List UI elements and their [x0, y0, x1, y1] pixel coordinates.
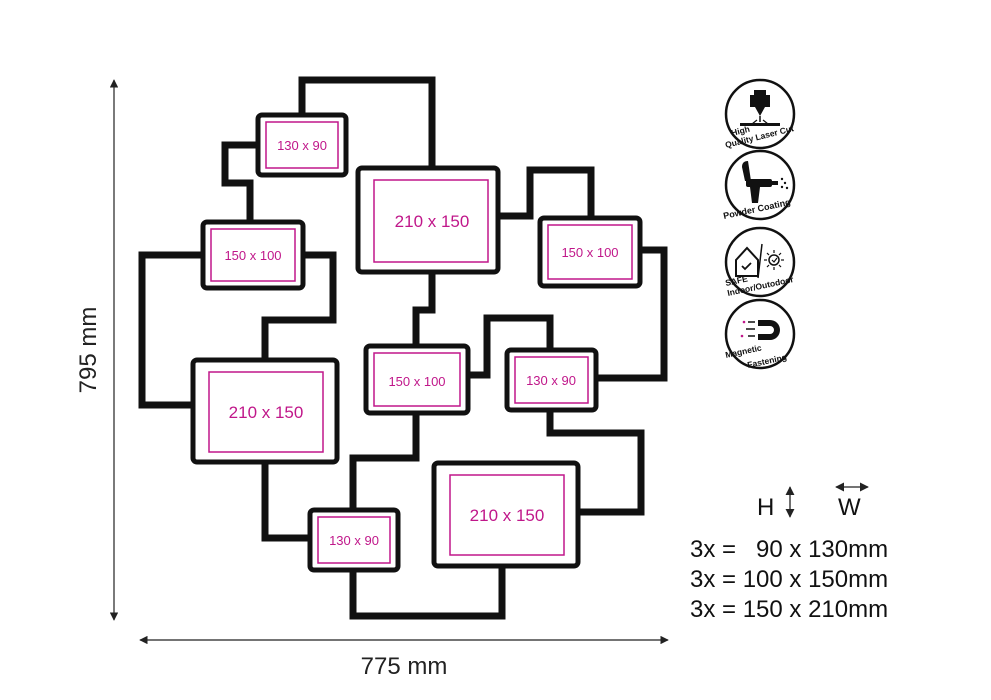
- powder-coating-badge: Powder Coating: [722, 149, 796, 221]
- frame-210x150-left: 210 x 150: [190, 357, 340, 465]
- frame-label: 150 x 100: [561, 245, 618, 260]
- spec-line-3: 3x = 150 x 210mm: [690, 596, 889, 623]
- magnet-icon: [740, 320, 780, 340]
- feature-line1: High: [730, 124, 751, 138]
- house-sun-icon: [735, 243, 784, 279]
- frame-connectors: [138, 76, 668, 620]
- hw-arrows: [785, 482, 869, 518]
- frame-label: 210 x 150: [395, 212, 470, 231]
- frame-label: 210 x 150: [229, 403, 304, 422]
- frame-130x90-top: 130 x 90: [255, 112, 349, 178]
- frame-label: 210 x 150: [470, 506, 545, 525]
- frame-150x100-right: 150 x 100: [537, 215, 643, 289]
- frame-label: 150 x 100: [388, 374, 445, 389]
- legend-w-label: W: [838, 494, 861, 521]
- frame-130x90-bottom: 130 x 90: [307, 507, 401, 573]
- laser-cut-icon: [740, 90, 780, 126]
- frame-210x150-top: 210 x 150: [355, 165, 501, 275]
- spray-gun-icon: [742, 161, 789, 203]
- frame-130x90-right: 130 x 90: [504, 347, 599, 413]
- photo-frames: 130 x 90 210 x 150 150 x 100 150 x 100 2…: [190, 112, 643, 573]
- magnetic-badge: Magnetic Fastening: [724, 298, 796, 370]
- frame-150x100-left: 150 x 100: [200, 219, 306, 291]
- height-dimension: 795 mm: [75, 79, 119, 621]
- safe-badge: SAFE Indoor/Outodoor: [724, 226, 796, 298]
- height-label: 795 mm: [75, 307, 102, 394]
- feature-icons: High Quality Laser Cut Powder Coating: [722, 78, 796, 370]
- spec-line-1: 3x = 90 x 130mm: [690, 536, 889, 563]
- legend-h-label: H: [757, 494, 775, 521]
- frame-label: 130 x 90: [329, 533, 379, 548]
- width-label: 775 mm: [361, 653, 448, 680]
- width-dimension: 775 mm: [139, 635, 669, 680]
- spec-line-2: 3x = 100 x 150mm: [690, 566, 889, 593]
- frame-150x100-center: 150 x 100: [363, 343, 471, 416]
- frame-label: 130 x 90: [526, 373, 576, 388]
- laser-cut-badge: High Quality Laser Cut: [724, 78, 796, 150]
- frame-label: 130 x 90: [277, 138, 327, 153]
- frame-label: 150 x 100: [224, 248, 281, 263]
- feature-line1: SAFE: [724, 273, 749, 288]
- frame-210x150-bottom: 210 x 150: [431, 460, 581, 569]
